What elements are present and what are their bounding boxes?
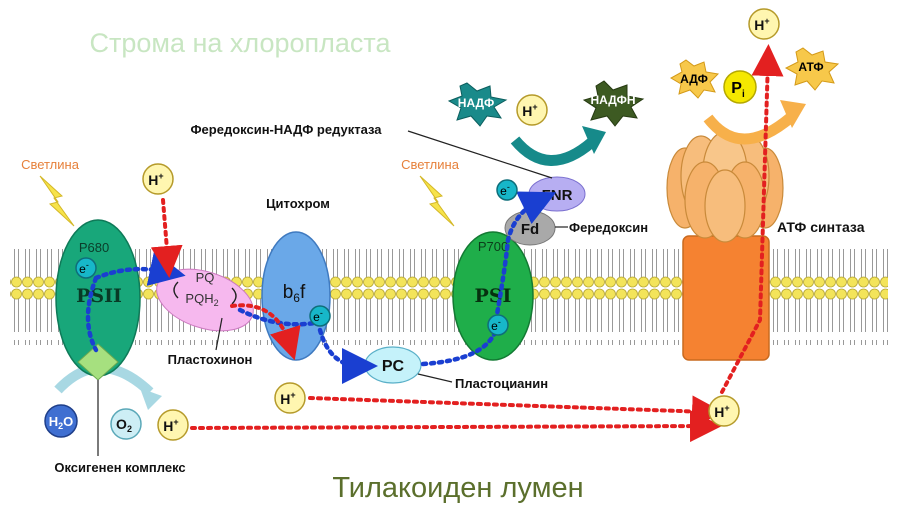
atp-label: АТФ	[798, 60, 823, 74]
svg-text:e-: e-	[500, 182, 510, 198]
psii-label: PSII	[76, 285, 122, 307]
psi-complex	[452, 231, 534, 361]
water-molecule: H2O	[44, 404, 78, 438]
electron-psii: e-	[75, 257, 97, 279]
svg-text:H+: H+	[714, 403, 729, 420]
lightning-bolt-psii-icon	[39, 175, 75, 227]
electron-fnr: e-	[496, 179, 518, 201]
pq-callout-line	[215, 317, 223, 351]
water-arrow-head	[140, 388, 162, 410]
b6f-label: b6f	[283, 282, 306, 305]
proton-stroma-psii: H+	[142, 163, 174, 195]
proton-path-stroma-pq	[150, 198, 183, 278]
fnr-full-label: Фередоксин-НАДФ редуктаза	[190, 122, 382, 137]
svg-text:H+: H+	[163, 417, 178, 434]
p700-label: P700	[478, 239, 508, 254]
svg-text:H+: H+	[522, 102, 537, 119]
fd-label: Fd	[521, 221, 539, 238]
nadp-star	[447, 82, 508, 127]
oxygen-molecule: O2	[110, 408, 142, 440]
proton-lumen-water: H+	[157, 409, 189, 441]
svg-text:e-: e-	[79, 260, 89, 276]
electron-path-water	[85, 275, 99, 353]
svg-text:Pi: Pi	[731, 80, 745, 100]
ferredoxin-label: Фередоксин	[569, 220, 648, 235]
fnr-callout-line	[407, 130, 553, 179]
svg-text:H+: H+	[754, 16, 769, 33]
nadph-arc-arrow	[510, 136, 596, 166]
atp-synthase-stalk	[682, 235, 770, 361]
fnr-label: FNR	[542, 187, 573, 204]
plastocyanin-label: Пластоцианин	[455, 376, 548, 391]
plastoquinone-label: Пластохинон	[168, 352, 253, 367]
svg-text:H2O: H2O	[49, 414, 74, 431]
psi-label: PSI	[475, 285, 512, 307]
lightning-bolt-psi-icon	[419, 175, 455, 227]
nadph-arrow-head	[582, 126, 606, 154]
p680-label: P680	[79, 240, 109, 255]
nadph-label: НАДФН	[590, 93, 635, 107]
atp-synthase-head	[666, 131, 784, 243]
svg-text:e-: e-	[491, 317, 501, 333]
cytochrome-label: Цитохром	[266, 196, 330, 211]
atp-synthesis-arrow	[703, 113, 794, 145]
atp-star	[784, 47, 840, 91]
proton-path-through-synthase	[720, 44, 784, 394]
atp-synthase-label: АТФ синтаза	[777, 219, 865, 235]
atp-arrow-head	[780, 100, 806, 128]
proton-stroma-nadp: H+	[516, 94, 548, 126]
proton-lumen-synthase: H+	[708, 395, 740, 427]
electron-b6f: e-	[309, 305, 331, 327]
light-label-psi: Светлина	[401, 157, 460, 172]
svg-text:H+: H+	[280, 390, 295, 407]
electron-psi: e-	[487, 314, 509, 336]
electron-path-b6f-pc	[317, 327, 378, 384]
svg-text:O2: O2	[116, 416, 132, 434]
electron-path-pc-psi	[420, 327, 499, 367]
adp-star	[669, 59, 720, 99]
proton-path-lumen-to-synthase-1	[308, 395, 724, 428]
pq-label: PQ	[196, 270, 215, 285]
light-label-psii: Светлина	[21, 157, 80, 172]
phosphate-molecule: Pi	[723, 70, 757, 104]
nadph-star	[582, 80, 645, 127]
adp-label: АДФ	[680, 72, 708, 86]
proton-path-pq-lumen	[230, 303, 301, 361]
lumen-title: Тилакоиден лумен	[332, 472, 583, 504]
oxygen-complex-label: Оксигенен комплекс	[54, 460, 185, 475]
nadp-label: НАДФ	[458, 96, 494, 110]
electron-path-psi-fnr	[493, 191, 557, 323]
proton-lumen-pq: H+	[274, 382, 306, 414]
stroma-title: Строма на хлоропласта	[90, 28, 392, 58]
pc-label: PC	[382, 358, 405, 375]
electron-path-pq-b6f	[237, 307, 323, 327]
svg-text:e-: e-	[313, 308, 323, 324]
pqh2-label: PQH2	[185, 291, 218, 308]
pc-callout-line	[417, 373, 453, 383]
pq-cycle-arrow-right	[231, 287, 237, 305]
proton-path-lumen-to-synthase-2	[190, 410, 722, 443]
proton-stroma-top: H+	[748, 8, 780, 40]
svg-text:H+: H+	[148, 171, 163, 188]
